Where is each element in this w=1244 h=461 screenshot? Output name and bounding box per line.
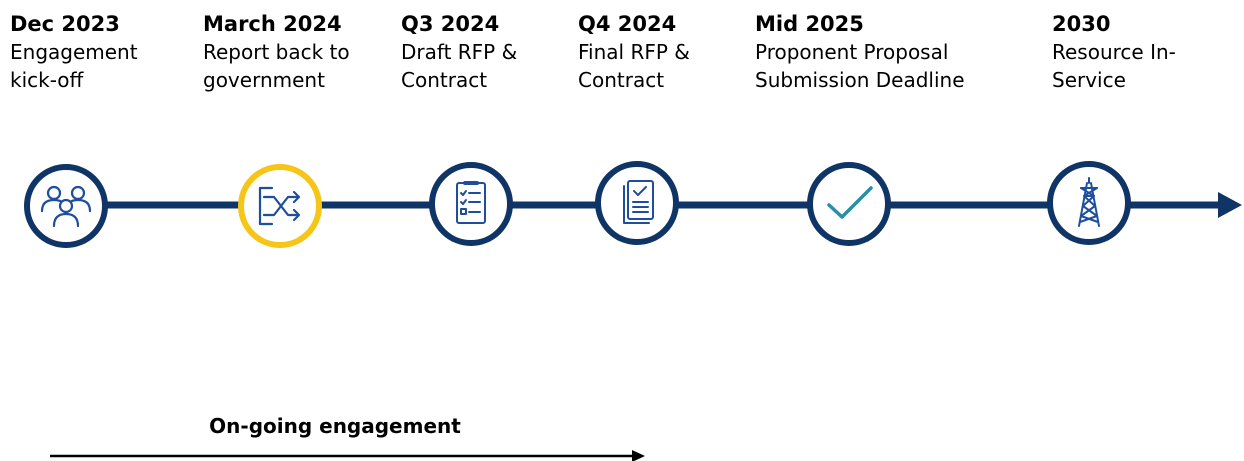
milestone-node-q4-2024: [595, 161, 679, 245]
milestone-label-march-2024: March 2024 Report back to government: [203, 10, 350, 94]
milestone-node-dec-2023: [24, 164, 108, 248]
checkmark-icon: [827, 186, 873, 219]
milestone-date: Mid 2025: [755, 12, 864, 36]
milestone-label-q3-2024: Q3 2024 Draft RFP & Contract: [401, 10, 517, 94]
milestone-label-dec-2023: Dec 2023 Engagement kick-off: [10, 10, 138, 94]
milestone-label-q4-2024: Q4 2024 Final RFP & Contract: [578, 10, 690, 94]
milestone-description: Report back to government: [203, 40, 350, 92]
milestone-ring: [807, 162, 891, 246]
milestone-date: Q4 2024: [578, 12, 677, 36]
checklist-icon: [456, 181, 486, 224]
milestone-description: Engagement kick-off: [10, 40, 138, 92]
milestone-description: Proponent Proposal Submission Deadline: [755, 40, 965, 92]
milestone-label-2030: 2030 Resource In- Service: [1052, 10, 1176, 94]
milestone-node-2030: [1047, 161, 1131, 245]
milestone-node-mid-2025: [807, 162, 891, 246]
milestone-date: Dec 2023: [10, 12, 120, 36]
milestone-node-q3-2024: [429, 162, 513, 246]
ongoing-engagement-label: On-going engagement: [209, 414, 461, 438]
people-group-icon: [40, 185, 92, 228]
ongoing-arrowhead: [632, 450, 645, 461]
document-check-icon: [623, 180, 654, 224]
milestone-ring: [1047, 161, 1131, 245]
milestone-description: Resource In- Service: [1052, 40, 1176, 92]
milestone-date: March 2024: [203, 12, 342, 36]
milestone-date: 2030: [1052, 12, 1111, 36]
transmission-tower-icon: [1078, 177, 1100, 227]
timeline-arrowhead: [1218, 192, 1242, 218]
milestone-ring: [429, 162, 513, 246]
milestone-node-march-2024: [238, 164, 322, 248]
milestone-description: Final RFP & Contract: [578, 40, 690, 92]
milestone-label-mid-2025: Mid 2025 Proponent Proposal Submission D…: [755, 10, 965, 94]
milestone-date: Q3 2024: [401, 12, 500, 36]
shuffle-arrows-icon: [258, 186, 301, 226]
milestone-description: Draft RFP & Contract: [401, 40, 518, 92]
